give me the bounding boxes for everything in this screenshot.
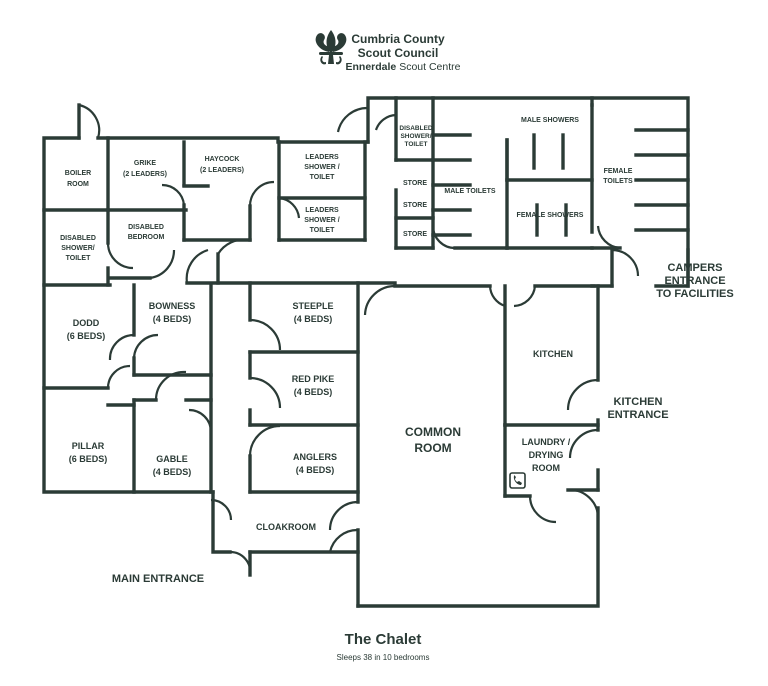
room-gable: GABLE (4 BEDS) xyxy=(153,454,192,477)
room-male-toilets: MALE TOILETS xyxy=(444,188,496,195)
room-gable-line2: (4 BEDS) xyxy=(153,467,192,477)
room-anglers: ANGLERS (4 BEDS) xyxy=(293,452,337,475)
room-laundry-line3: ROOM xyxy=(532,463,560,473)
room-disabled-shower: DISABLED SHOWER/TOILET xyxy=(60,235,96,262)
room-dss-line3: TOILET xyxy=(405,141,428,148)
room-gable-line1: GABLE xyxy=(156,454,188,464)
room-red-pike-line2: (4 BEDS) xyxy=(294,387,333,397)
room-bowness-line2: (4 BEDS) xyxy=(153,314,192,324)
campers-entrance-line1: CAMPERS xyxy=(667,262,722,274)
room-red-pike: RED PIKE (4 BEDS) xyxy=(292,374,335,397)
room-leaders1-line1: LEADERS xyxy=(305,154,339,161)
room-store-3: STORE xyxy=(403,231,427,238)
room-haycock-line1: HAYCOCK xyxy=(205,156,240,163)
room-grike-line1: GRIKE xyxy=(134,160,157,167)
room-bowness-line1: BOWNESS xyxy=(149,301,196,311)
room-disabled-bedroom-line2: BEDROOM xyxy=(128,234,165,241)
room-pillar: PILLAR (6 BEDS) xyxy=(69,441,108,464)
room-female-toilets: FEMALE TOILETS xyxy=(603,168,633,185)
main-entrance-label: MAIN ENTRANCE xyxy=(112,573,204,585)
room-store-1: STORE xyxy=(403,180,427,187)
centre-name-rest: Scout Centre xyxy=(396,61,460,73)
plan-subtitle: Sleeps 38 in 10 bedrooms xyxy=(337,653,430,662)
room-pillar-line1: PILLAR xyxy=(72,441,105,451)
campers-entrance-line3: TO FACILITIES xyxy=(656,288,733,300)
room-kitchen: KITCHEN xyxy=(533,349,573,359)
phone-icon xyxy=(509,472,526,489)
room-laundry: LAUNDRY / DRYING ROOM xyxy=(522,437,571,473)
room-leaders2-line1: LEADERS xyxy=(305,207,339,214)
room-haycock-line2: (2 LEADERS) xyxy=(200,167,244,174)
room-dodd-line1: DODD xyxy=(73,318,100,328)
room-disabled-shower-line3: TOILET xyxy=(66,255,91,262)
kitchen-entrance-line2: ENTRANCE xyxy=(607,409,668,421)
room-disabled-shower-line2: SHOWER/ xyxy=(61,245,95,252)
room-dss-line2: SHOWER/ xyxy=(400,133,431,140)
room-anglers-line1: ANGLERS xyxy=(293,452,337,462)
org-name-line2: Scout Council xyxy=(358,46,439,60)
room-disabled-bedroom: DISABLED BEDROOM xyxy=(128,224,165,241)
room-boiler-line1: BOILER xyxy=(65,170,91,177)
room-steeple-line1: STEEPLE xyxy=(292,301,333,311)
room-boiler-line2: ROOM xyxy=(67,181,89,188)
room-grike: GRIKE (2 LEADERS) xyxy=(123,160,167,178)
room-laundry-line1: LAUNDRY / xyxy=(522,437,571,447)
room-steeple-line2: (4 BEDS) xyxy=(294,314,333,324)
room-leaders2-line2: SHOWER / xyxy=(304,217,339,224)
walls xyxy=(42,96,690,608)
room-dss-line1: DISABLED xyxy=(399,125,433,132)
room-laundry-line2: DRYING xyxy=(529,450,564,460)
room-leaders-shower-2: LEADERS SHOWER / TOILET xyxy=(304,207,339,234)
plan-title: The Chalet xyxy=(345,631,422,648)
room-dodd: DODD (6 BEDS) xyxy=(67,318,106,341)
room-male-showers: MALE SHOWERS xyxy=(521,117,579,124)
room-leaders2-line3: TOILET xyxy=(310,227,335,234)
room-pillar-line2: (6 BEDS) xyxy=(69,454,108,464)
room-disabled-shower-line1: DISABLED xyxy=(60,235,96,242)
room-anglers-line2: (4 BEDS) xyxy=(296,465,335,475)
room-grike-line2: (2 LEADERS) xyxy=(123,171,167,178)
room-female-toilets-line2: TOILETS xyxy=(603,178,633,185)
stalls xyxy=(431,103,690,237)
room-female-toilets-line1: FEMALE xyxy=(604,168,633,175)
room-boiler: BOILER ROOM xyxy=(65,170,91,188)
room-leaders-shower-1: LEADERS SHOWER / TOILET xyxy=(304,154,339,181)
centre-name-bold: Ennerdale xyxy=(346,61,397,73)
room-female-showers: FEMALE SHOWERS xyxy=(517,212,584,219)
room-disabled-bedroom-line1: DISABLED xyxy=(128,224,164,231)
doors xyxy=(78,103,640,576)
kitchen-entrance-line1: KITCHEN xyxy=(614,396,663,408)
room-common-line2: ROOM xyxy=(414,441,451,455)
fleur-de-lis-icon xyxy=(315,30,347,65)
room-store-2: STORE xyxy=(403,202,427,209)
centre-name: Ennerdale Scout Centre xyxy=(346,61,461,73)
room-steeple: STEEPLE (4 BEDS) xyxy=(292,301,333,324)
campers-entrance-line2: ENTRANCE xyxy=(664,275,725,287)
room-bowness: BOWNESS (4 BEDS) xyxy=(149,301,196,324)
room-common: COMMON ROOM xyxy=(405,425,461,455)
room-labels: BOILER ROOM GRIKE (2 LEADERS) HAYCOCK (2 LE… xyxy=(60,117,633,532)
room-cloakroom: CLOAKROOM xyxy=(256,522,316,532)
org-name-line1: Cumbria County xyxy=(351,32,445,46)
room-leaders1-line2: SHOWER / xyxy=(304,164,339,171)
room-red-pike-line1: RED PIKE xyxy=(292,374,335,384)
room-common-line1: COMMON xyxy=(405,425,461,439)
room-leaders1-line3: TOILET xyxy=(310,174,335,181)
room-haycock: HAYCOCK (2 LEADERS) xyxy=(200,156,244,174)
room-dodd-line2: (6 BEDS) xyxy=(67,331,106,341)
